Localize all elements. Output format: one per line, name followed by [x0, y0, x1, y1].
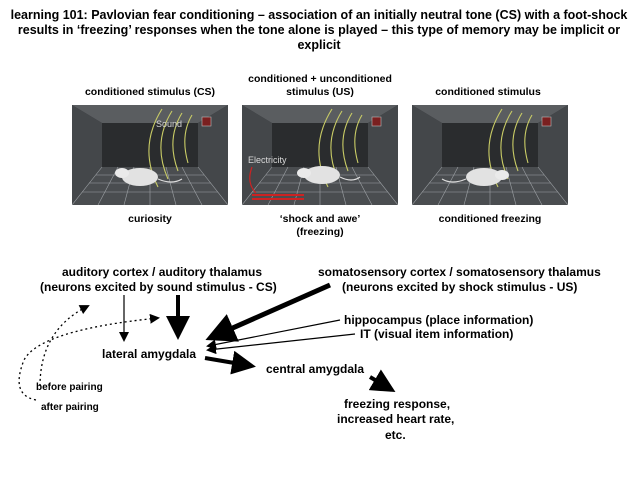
figure-title: learning 101: Pavlovian fear conditionin… [10, 8, 628, 52]
hippocampus-arrow [206, 319, 341, 350]
somato-label-line2: (neurons excited by shock stimulus - US) [342, 280, 578, 294]
panel2-caption: conditioned + unconditioned stimulus (US… [248, 73, 392, 98]
rat-icon [441, 168, 509, 186]
panel3-caption: conditioned stimulus [435, 86, 541, 98]
auditory-label-line2: (neurons excited by sound stimulus - CS) [40, 280, 277, 294]
panel-cs-only [412, 105, 568, 205]
panel2-subcaption: ‘shock and awe’ (freezing) [279, 213, 361, 238]
auditory-label-line1: auditory cortex / auditory thalamus [62, 265, 263, 279]
output-line3: etc. [385, 428, 406, 442]
output-line2: increased heart rate, [337, 412, 455, 426]
central-to-output-arrow [368, 369, 396, 393]
after-pairing-label: after pairing [41, 402, 99, 413]
somato-thick-arrow [205, 282, 332, 342]
hippocampus-label: hippocampus (place information) [344, 313, 534, 327]
panel3-subcaption: conditioned freezing [438, 213, 542, 225]
panel1-subcaption: curiosity [128, 213, 172, 225]
panel-cs: Sound [72, 105, 228, 205]
panel-cs-us: Electricity [242, 105, 398, 205]
it-arrow [206, 333, 356, 355]
output-line1: freezing response, [344, 397, 451, 411]
sound-label: Sound [156, 119, 182, 129]
panel1-caption: conditioned stimulus (CS) [84, 86, 216, 98]
electricity-label: Electricity [248, 155, 287, 165]
it-label: IT (visual item information) [360, 327, 514, 341]
somato-label-line1: somatosensory cortex / somatosensory tha… [318, 265, 601, 279]
before-pairing-dotted [39, 305, 90, 387]
rat-icon [115, 168, 183, 186]
lateral-to-central-arrow [204, 350, 256, 375]
after-pairing-dotted [18, 313, 160, 401]
central-amygdala-label: central amygdala [266, 362, 365, 376]
before-pairing-label: before pairing [36, 382, 103, 393]
lateral-amygdala-label: lateral amygdala [102, 347, 197, 361]
rat-icon [297, 166, 361, 184]
